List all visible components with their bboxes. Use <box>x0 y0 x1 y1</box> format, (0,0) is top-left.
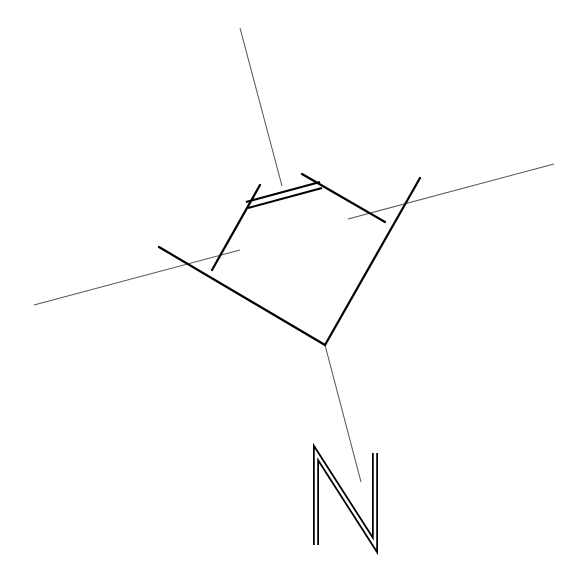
north-letter-fill <box>314 448 377 550</box>
ring-edge-left <box>157 245 327 347</box>
axis-line-right <box>347 163 555 220</box>
ring-edge-right <box>323 176 422 347</box>
double-bond-line-inner <box>247 187 323 209</box>
north-arrow: N <box>313 442 378 556</box>
axis-line-vertical-top <box>239 27 283 187</box>
double-bond <box>245 181 323 209</box>
axis-line-vertical-bottom <box>324 344 362 483</box>
ring-edge-top-left <box>210 183 262 272</box>
ring-edge-top-right <box>300 172 387 224</box>
axis-line-left <box>33 249 241 306</box>
double-bond-line-outer <box>245 181 321 203</box>
